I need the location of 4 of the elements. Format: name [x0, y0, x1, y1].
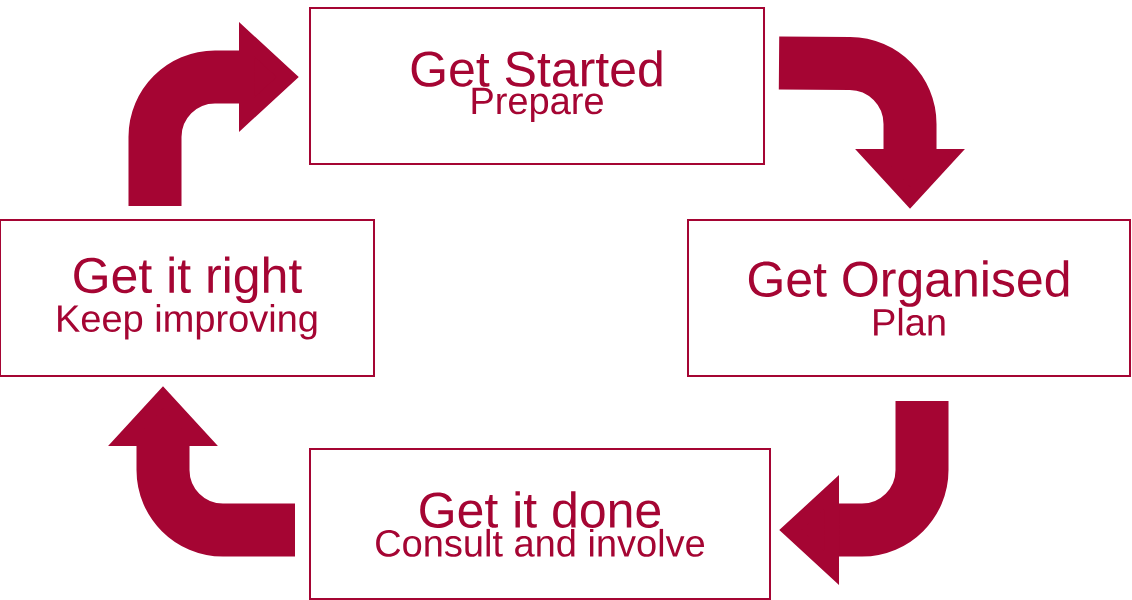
text-box: Get Organised Plan: [687, 219, 1131, 377]
text-box: Get Started Prepare: [309, 7, 765, 165]
text-box: Get it right Keep improving: [0, 219, 375, 377]
text-box: Get it done Consult and involve: [309, 448, 771, 600]
